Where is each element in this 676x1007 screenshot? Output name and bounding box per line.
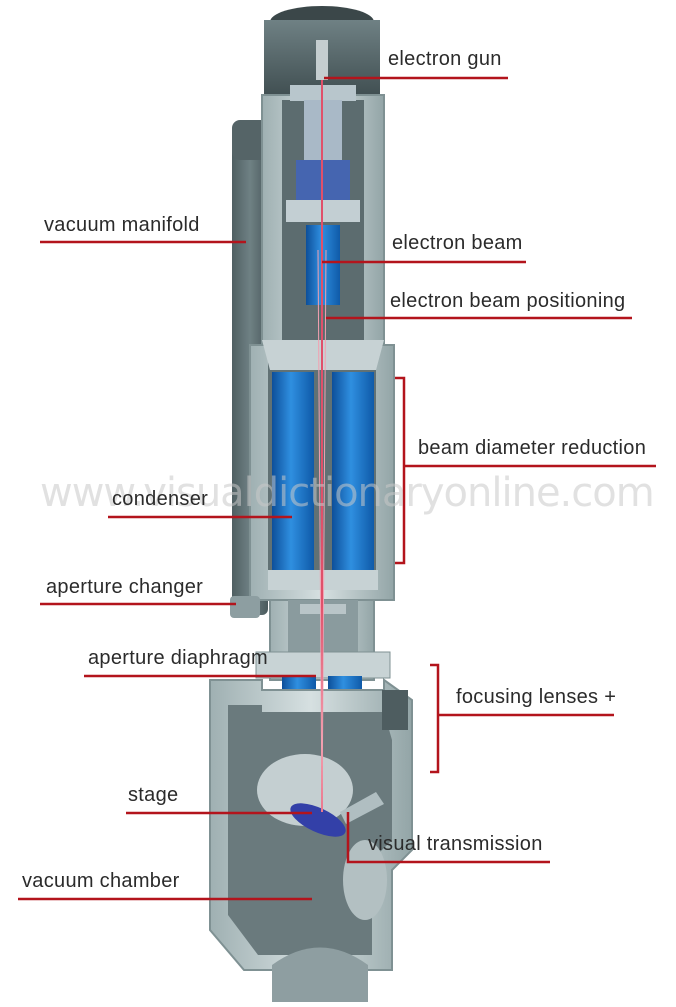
bracket-focusing-lenses: [430, 665, 438, 772]
label-visual-transmission: visual transmission: [368, 833, 543, 855]
label-vacuum-chamber: vacuum chamber: [22, 870, 180, 892]
label-condenser: condenser: [112, 488, 208, 510]
label-focusing-lenses: focusing lenses +: [456, 686, 616, 708]
label-electron-beam-positioning: electron beam positioning: [390, 290, 625, 312]
label-stage: stage: [128, 784, 178, 806]
label-aperture-diaphragm: aperture diaphragm: [88, 647, 268, 669]
label-aperture-changer: aperture changer: [46, 576, 203, 598]
label-electron-gun: electron gun: [388, 48, 502, 70]
label-vacuum-manifold: vacuum manifold: [44, 214, 200, 236]
label-beam-diameter-reduction: beam diameter reduction: [418, 437, 646, 459]
label-electron-beam: electron beam: [392, 232, 523, 254]
